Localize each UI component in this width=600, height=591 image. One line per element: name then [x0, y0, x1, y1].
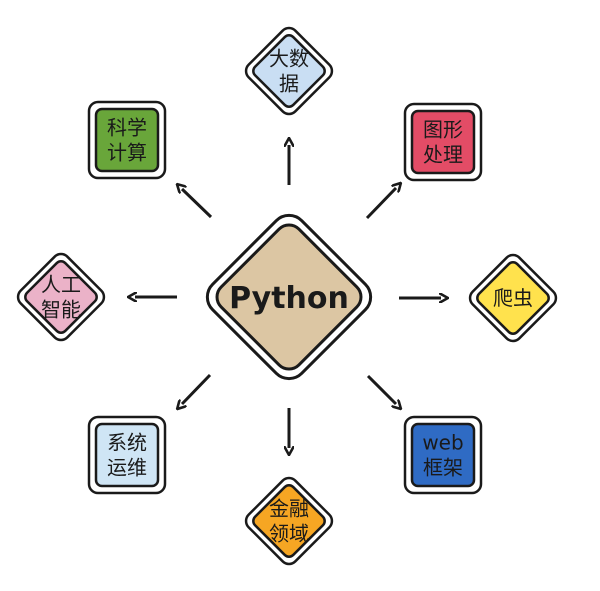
node-image-processing-fill — [410, 109, 476, 175]
node-big-data-label-line-1: 大数 — [269, 47, 309, 71]
node-science-label-line-1: 科学 — [107, 116, 147, 140]
center-node: Python — [205, 213, 373, 381]
node-crawler: 爬虫 — [468, 253, 558, 343]
node-ops-label-line-2: 运维 — [107, 456, 147, 480]
node-crawler-label-line-1: 爬虫 — [493, 286, 533, 310]
node-finance-label-line-2: 领域 — [269, 522, 309, 546]
node-web-framework-label-line-1: web — [422, 431, 463, 455]
center-node-fill — [215, 223, 363, 371]
arrow-to-ops — [182, 373, 212, 404]
node-ai-label-line-1: 人工 — [41, 273, 81, 297]
node-science-fill — [94, 107, 160, 173]
node-science-label-line-2: 计算 — [107, 141, 147, 165]
node-finance-label-line-1: 金融 — [269, 497, 309, 521]
node-image-processing-label-line-2: 处理 — [423, 143, 463, 167]
node-ai-fill — [24, 260, 98, 334]
node-web-framework-label-line-2: 框架 — [423, 456, 463, 480]
node-image-processing-label-line-1: 图形 — [423, 118, 463, 142]
node-web-framework-fill — [410, 422, 476, 488]
node-big-data-label-line-2: 据 — [279, 72, 299, 96]
arrow-to-image-processing — [365, 188, 396, 220]
node-big-data-fill — [252, 34, 326, 108]
arrows — [135, 145, 441, 448]
node-ai-label-line-2: 智能 — [41, 298, 81, 322]
node-crawler-fill — [476, 261, 550, 335]
node-ops-label-line-1: 系统 — [107, 431, 147, 455]
arrow-to-web-framework — [366, 374, 396, 404]
arrow-to-science — [182, 189, 213, 219]
node-finance-fill — [252, 484, 326, 558]
node-big-data: 大数据 — [244, 26, 334, 116]
center-node-label: Python — [229, 281, 349, 316]
node-ops-fill — [94, 422, 160, 488]
